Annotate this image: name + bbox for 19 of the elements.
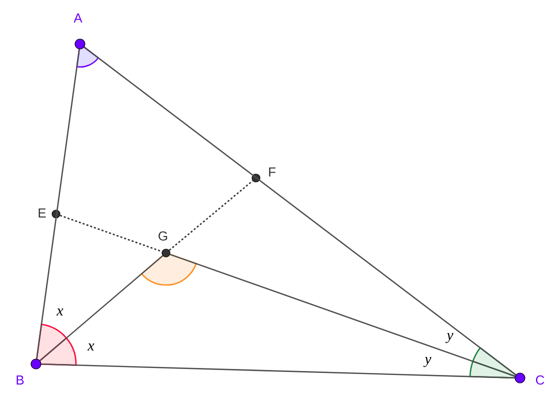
line-segment [168, 180, 254, 251]
point: B [16, 358, 42, 384]
point: A [74, 14, 86, 50]
point: F [252, 168, 276, 182]
point: C [514, 372, 544, 385]
line-segment [170, 254, 516, 377]
line-segment [84, 46, 516, 376]
line-segment [41, 364, 515, 378]
angle-label: x [87, 344, 94, 350]
node-label: F [269, 168, 276, 176]
angle-label: y [445, 332, 454, 344]
node-label: E [38, 208, 46, 218]
point: G [158, 231, 170, 258]
point: E [38, 208, 60, 218]
line-segment [40, 255, 164, 362]
line-segment [36, 49, 80, 359]
line-segment [60, 214, 162, 252]
angle-label: x [56, 308, 64, 316]
angle-label: y [423, 356, 432, 368]
